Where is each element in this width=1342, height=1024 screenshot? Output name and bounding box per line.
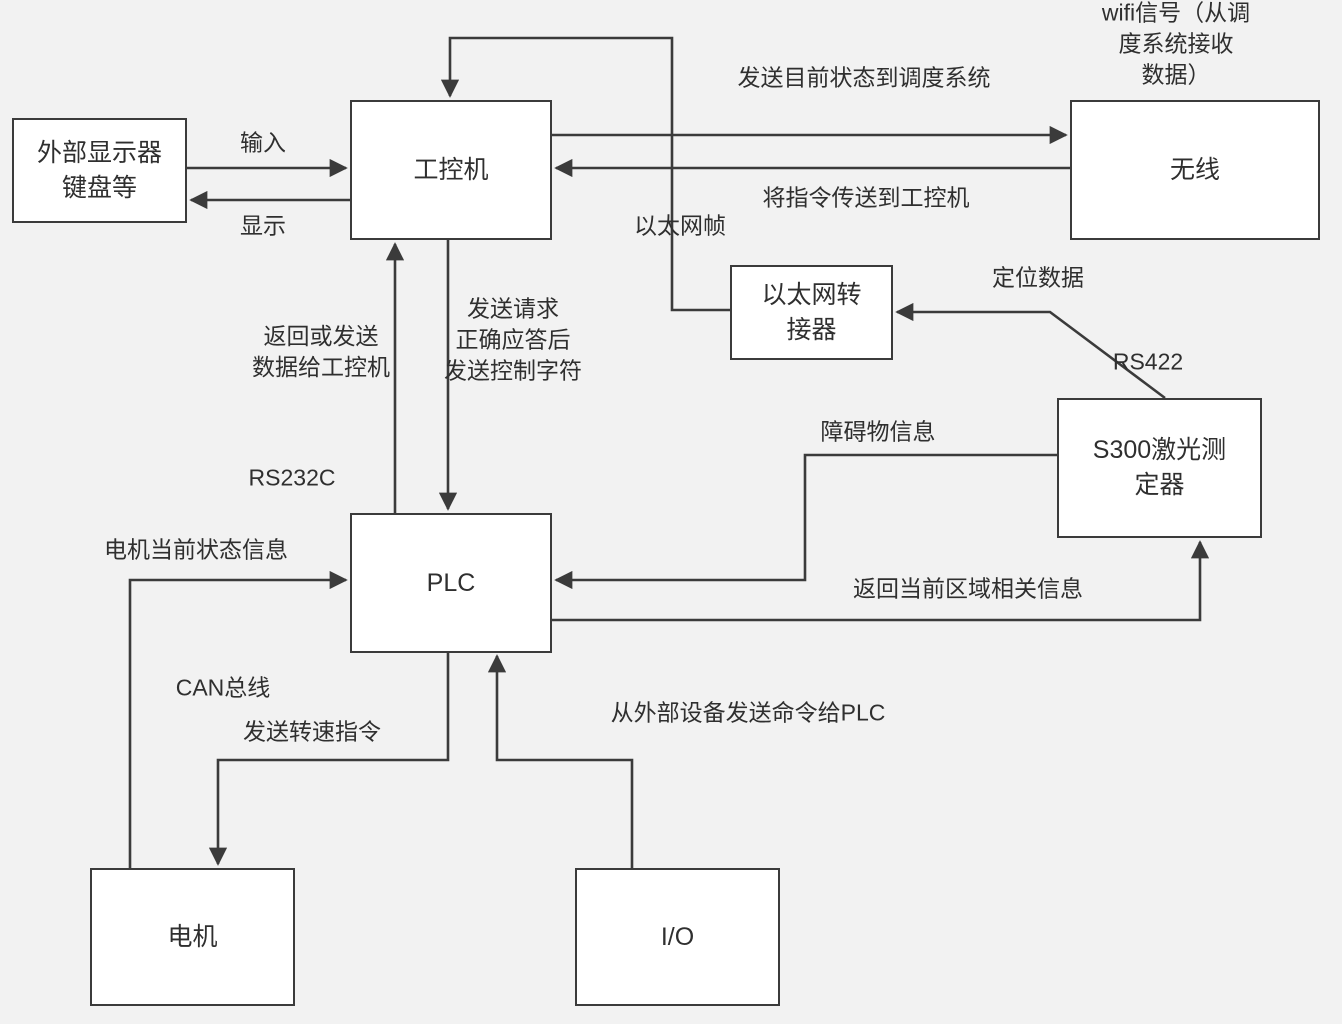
- label-rs232c: RS232C: [248, 464, 336, 491]
- label-send-speed: 发送转速指令: [243, 718, 381, 745]
- node-ethernet-adapter: 以太网转 接器: [730, 265, 893, 360]
- arrow-motor-to-plc: [128, 570, 348, 868]
- label-input: 输入: [240, 129, 286, 156]
- label-wifi-note: wifi信号（从调度系统接收 数据）: [1101, 0, 1251, 88]
- arrow-plc-to-motor: [208, 652, 450, 866]
- label-motor-status: 电机当前状态信息: [104, 536, 288, 563]
- node-external-display: 外部显示器 键盘等: [12, 118, 187, 223]
- node-ipc: 工控机: [350, 100, 552, 240]
- node-wireless: 无线: [1070, 100, 1320, 240]
- label-send-status: 发送目前状态到调度系统: [737, 64, 991, 91]
- label-send-request: 发送请求 正确应答后 发送控制字符: [444, 295, 582, 384]
- label-positioning-data: 定位数据: [992, 264, 1084, 291]
- label-return-or-send: 返回或发送 数据给工控机: [252, 322, 390, 380]
- label-obstacle-info: 障碍物信息: [820, 418, 936, 445]
- label-external-cmd: 从外部设备发送命令给PLC: [610, 699, 886, 726]
- node-s300-laser: S300激光测 定器: [1057, 398, 1262, 538]
- arrow-plc-to-s300: [552, 540, 1210, 622]
- label-can-bus: CAN总线: [175, 674, 271, 701]
- arrow-adapter-to-ipc: [440, 36, 730, 312]
- label-rs422: RS422: [1112, 348, 1184, 375]
- node-io: I/O: [575, 868, 780, 1006]
- label-display: 显示: [240, 212, 286, 239]
- label-ethernet-frame: 以太网帧: [634, 212, 726, 239]
- node-plc: PLC: [350, 513, 552, 653]
- arrow-io-to-plc: [487, 654, 634, 868]
- label-transmit-cmd: 将指令传送到工控机: [762, 184, 970, 211]
- label-return-area-info: 返回当前区域相关信息: [853, 575, 1083, 602]
- node-motor: 电机: [90, 868, 295, 1006]
- arrow-s300-to-adapter: [895, 302, 1166, 400]
- arrow-s300-to-plc: [554, 453, 1057, 590]
